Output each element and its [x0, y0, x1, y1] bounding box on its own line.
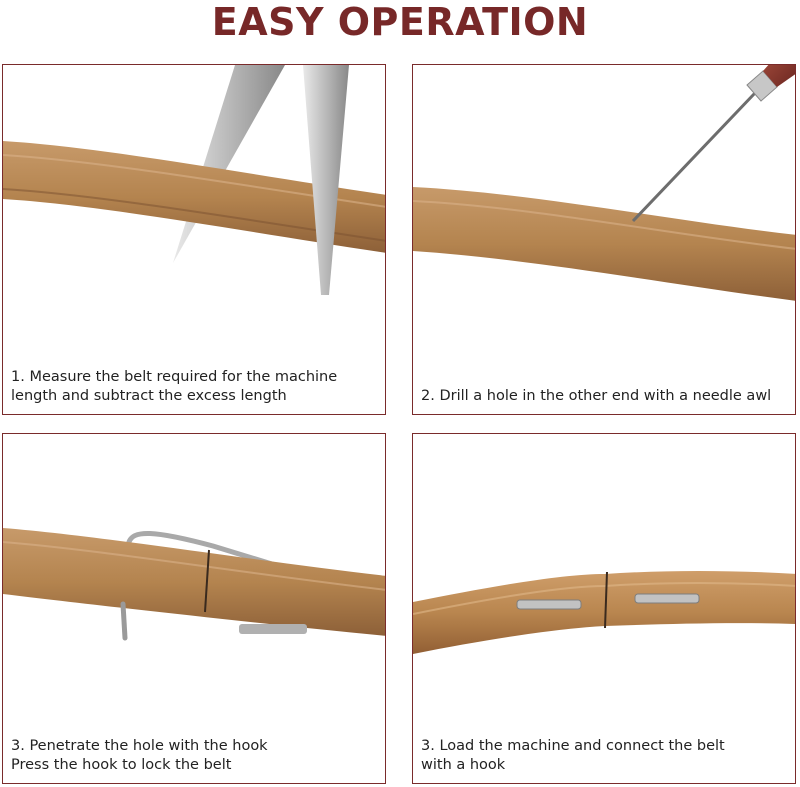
step-panel-4: 3. Load the machine and connect the belt… [412, 433, 796, 784]
belt-awl-illustration [413, 65, 795, 301]
hook-prong [120, 601, 128, 641]
awl-handle [763, 65, 795, 87]
step-panel-3: 3. Penetrate the hole with the hook Pres… [2, 433, 386, 784]
belt-join [604, 571, 608, 629]
hook-clip-left [516, 599, 582, 610]
leather-belt [3, 528, 385, 636]
step-caption-1: 1. Measure the belt required for the mac… [11, 369, 338, 404]
belt-join [204, 549, 210, 613]
belt-connected-illustration [413, 571, 795, 654]
step-panel-1: 1. Measure the belt required for the mac… [2, 64, 386, 415]
leather-belt [3, 141, 385, 253]
scissor-blade-right [303, 65, 349, 295]
step-caption-2: 2. Drill a hole in the other end with a … [421, 388, 772, 404]
step-caption-3: 3. Penetrate the hole with the hook Pres… [11, 738, 268, 773]
step-caption-4: 3. Load the machine and connect the belt… [421, 738, 725, 773]
hook-plate [239, 624, 307, 634]
belt-hook-illustration [3, 528, 385, 641]
leather-belt [413, 187, 795, 301]
page-title: EASY OPERATION [211, 0, 589, 44]
awl-needle [631, 91, 757, 223]
belt-cutting-illustration [3, 65, 385, 295]
hook-clip-right [634, 593, 700, 604]
leather-belt [413, 571, 795, 654]
step-panel-2: 2. Drill a hole in the other end with a … [412, 64, 796, 415]
hook-wire [126, 531, 288, 571]
